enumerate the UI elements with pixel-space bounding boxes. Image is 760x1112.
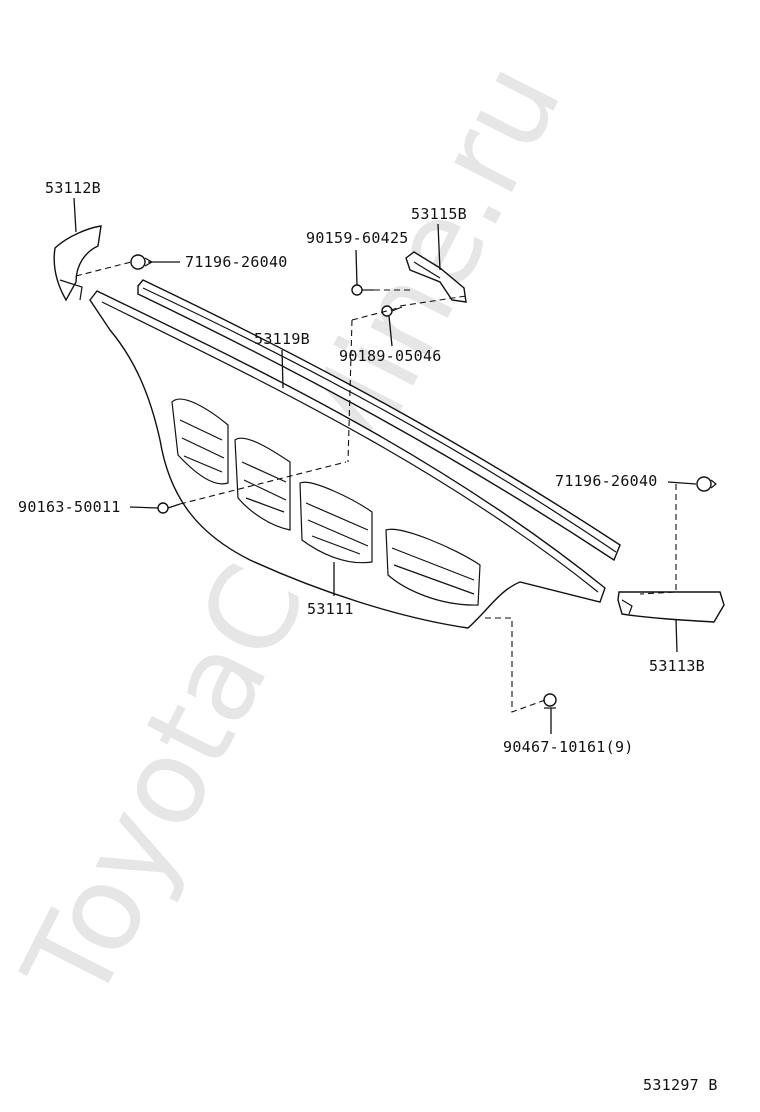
assembly-line-left: [75, 261, 132, 277]
label-90159-60425: 90159-60425: [306, 229, 409, 247]
leader-53113b: [675, 619, 678, 653]
leader-90159: [355, 249, 358, 286]
figure-code: 531297 B: [643, 1076, 718, 1094]
label-53115b: 53115B: [411, 205, 467, 223]
end-piece-53113b: [617, 591, 725, 623]
clip-71196-right: [696, 476, 717, 492]
molding-53119b: [137, 279, 621, 562]
label-53113b: 53113B: [649, 657, 705, 675]
label-53119b: 53119B: [254, 330, 310, 348]
assembly-line-screw-90163: [179, 461, 347, 505]
label-71196-26040-top: 71196-26040: [185, 253, 288, 271]
label-90163-50011: 90163-50011: [18, 498, 121, 516]
leader-53119b: [281, 349, 284, 389]
clip-71196-top: [130, 254, 154, 270]
screw-90189: [381, 305, 403, 317]
end-piece-53112b: [53, 225, 102, 302]
assembly-line-right: [639, 484, 677, 595]
leader-53115b: [437, 223, 441, 271]
label-53111: 53111: [307, 600, 354, 618]
leader-90163: [129, 506, 159, 509]
leader-71196-right: [667, 481, 697, 485]
bracket-53115b: [405, 251, 467, 303]
leader-53112b: [73, 197, 77, 233]
label-90189-05046: 90189-05046: [339, 347, 442, 365]
assembly-line-bottom: [485, 617, 546, 713]
clip-90467: [543, 693, 557, 709]
grille-53111: [89, 290, 606, 629]
label-71196-26040-right: 71196-26040: [555, 472, 658, 490]
screw-90163: [157, 502, 181, 514]
label-53112b: 53112B: [45, 179, 101, 197]
assembly-line-top-right: [347, 289, 467, 463]
label-90467-10161: 90467-10161(9): [503, 738, 634, 756]
leader-90189: [388, 315, 393, 347]
